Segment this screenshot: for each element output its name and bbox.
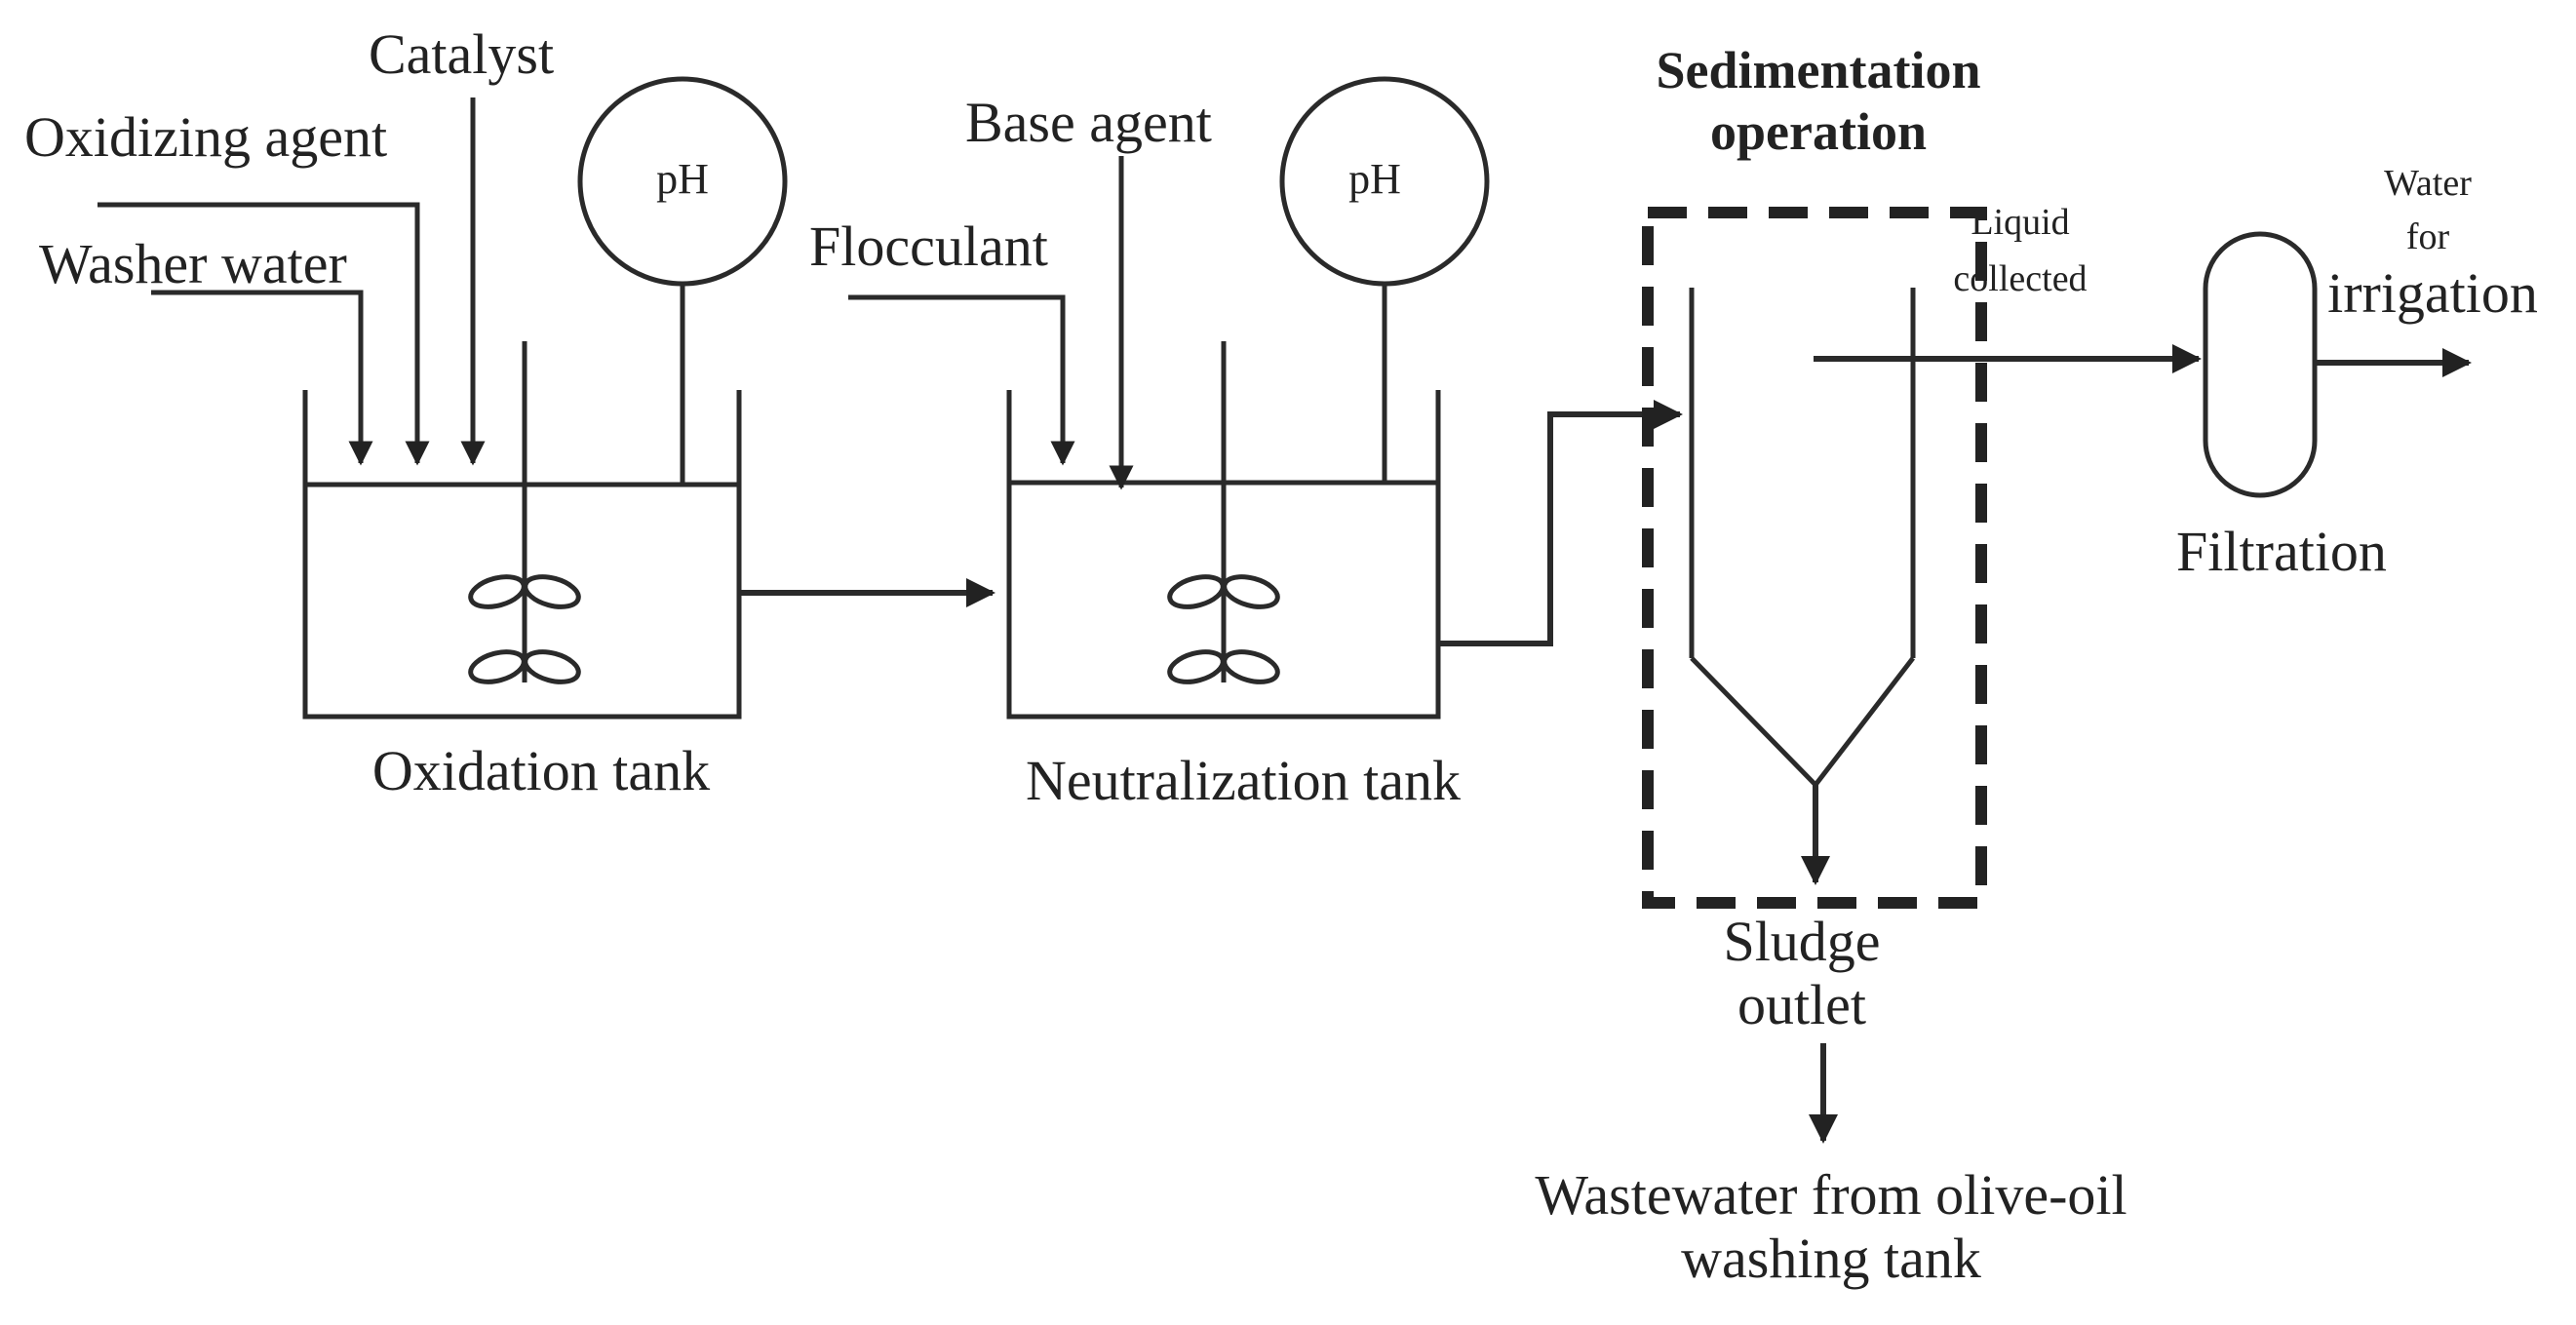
sludge-outlet-line1: Sludge	[1723, 910, 1880, 973]
sedimentation-title-line1: Sedimentation	[1656, 41, 1980, 99]
filtration-unit	[2203, 231, 2318, 498]
water-label-line3: irrigation	[2327, 261, 2538, 325]
ph-meter-2	[1279, 76, 1490, 287]
oxidizing-agent-label: Oxidizing agent	[24, 105, 387, 169]
filtration-label: Filtration	[2176, 520, 2387, 583]
wastewater-label-line2: washing tank	[1681, 1227, 1981, 1290]
oxidation-inputs	[98, 97, 486, 466]
ph-meter-1	[577, 76, 788, 287]
flocculant-label: Flocculant	[809, 214, 1048, 278]
oxidation-tank-label: Oxidation tank	[372, 739, 710, 802]
neutralization-tank: pH	[1006, 76, 1490, 720]
oxidation-impeller-bottom	[468, 649, 581, 684]
ph-label-1: pH	[656, 155, 709, 203]
neutralization-tank-label: Neutralization tank	[1026, 749, 1461, 812]
base-agent-label: Base agent	[965, 91, 1212, 154]
oxidation-tank: pH	[302, 76, 788, 720]
sludge-outlet-line2: outlet	[1737, 973, 1866, 1036]
liquid-collected-line1: Liquid	[1971, 202, 2069, 243]
neutralization-inputs	[848, 156, 1134, 490]
ph-label-2: pH	[1348, 155, 1401, 203]
catalyst-label: Catalyst	[369, 22, 554, 86]
sedimentation-title-line2: operation	[1710, 102, 1927, 161]
sedimentation-boundary	[1642, 207, 1987, 909]
neutralization-impeller-bottom	[1167, 649, 1280, 684]
sedimentation-clarifier	[1689, 288, 1916, 885]
water-label-line1: Water	[2384, 163, 2472, 204]
flow-arrow-neutralization-to-sedimentation	[1440, 400, 1683, 646]
water-label-line2: for	[2406, 216, 2450, 257]
neutralization-impeller-top	[1167, 574, 1280, 609]
liquid-collected-line2: collected	[1953, 258, 2087, 299]
oxidation-impeller-top	[468, 574, 581, 609]
washer-water-label: Washer water	[39, 232, 347, 295]
wastewater-label-line1: Wastewater from olive-oil	[1535, 1163, 2127, 1227]
